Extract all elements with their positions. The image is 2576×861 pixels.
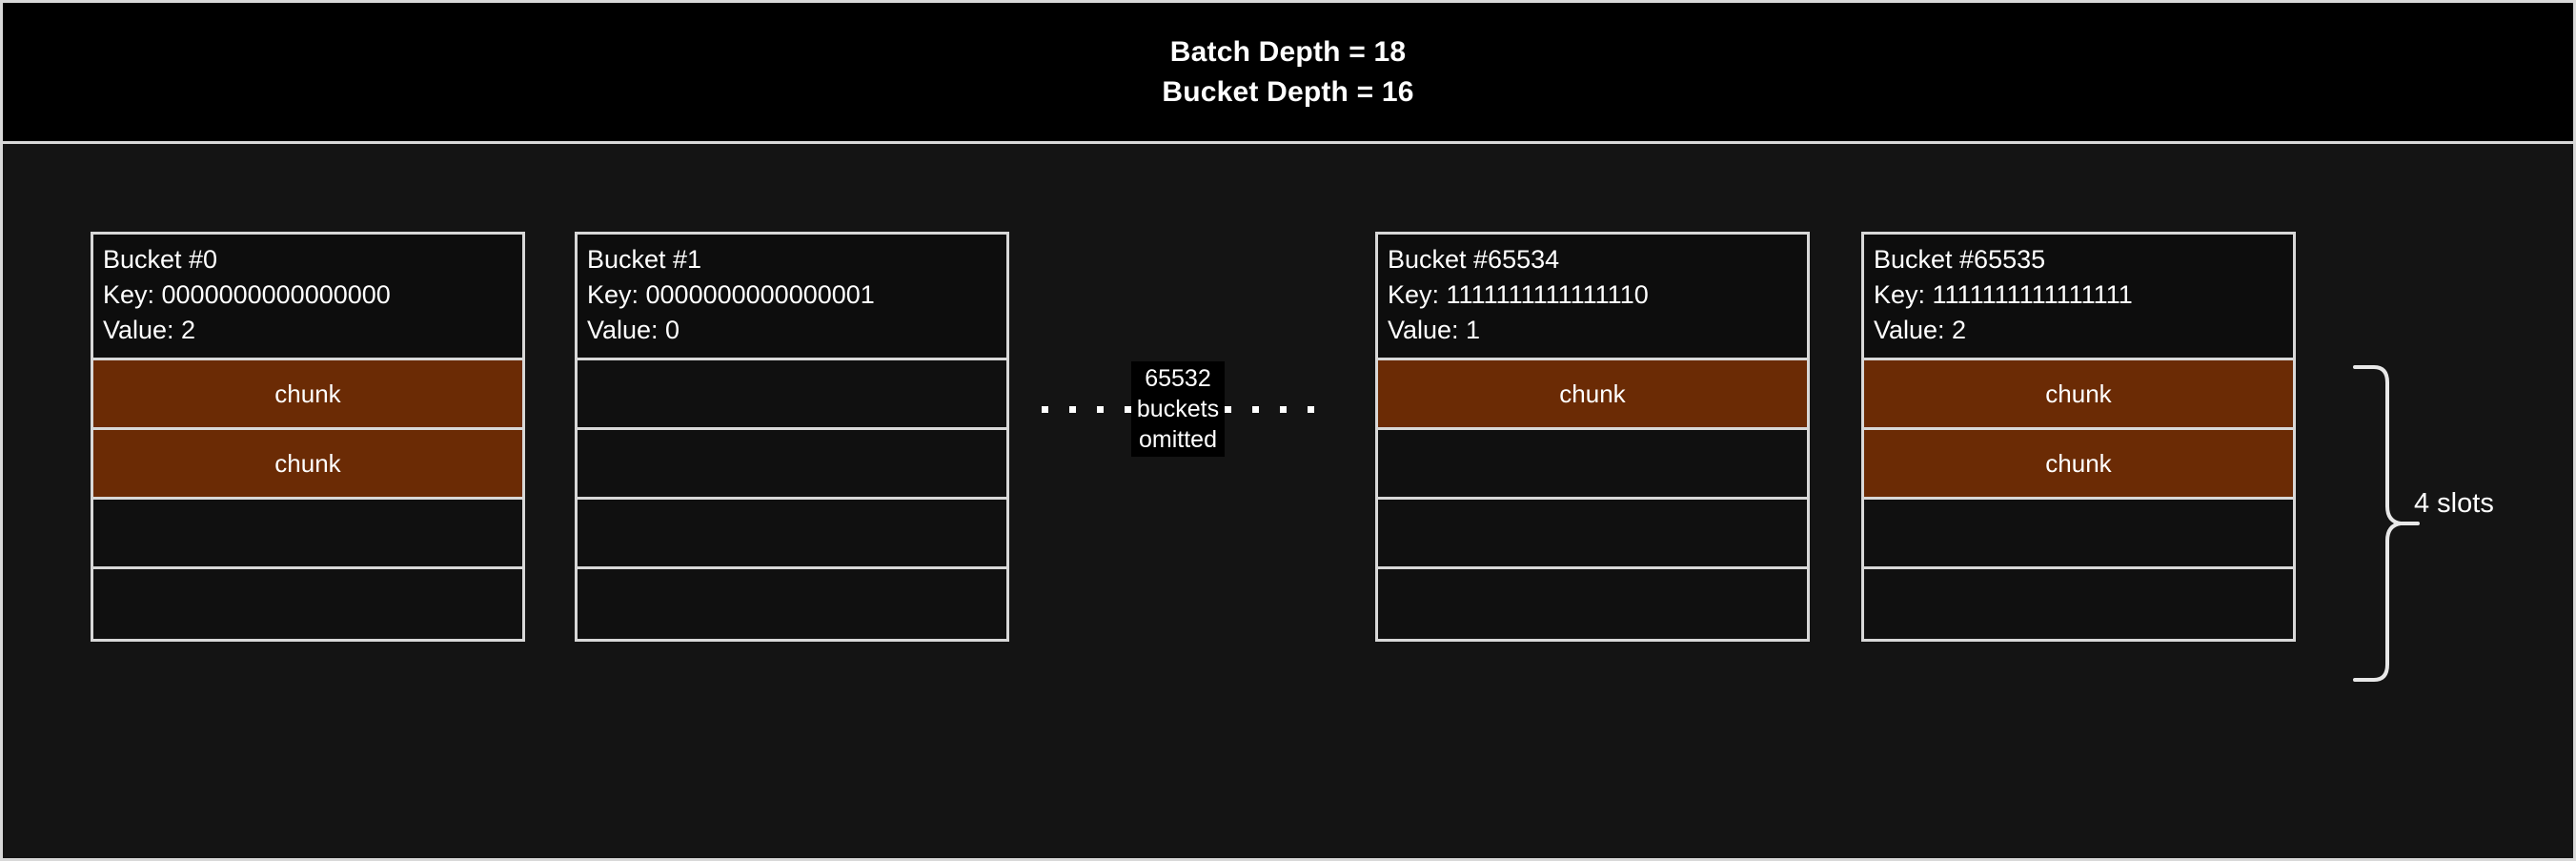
slot-empty[interactable] (1378, 569, 1807, 639)
slots-count-label: 4 slots (2414, 488, 2494, 519)
slot-empty[interactable] (93, 569, 522, 639)
slot-filled[interactable]: chunk (1378, 360, 1807, 430)
bucket-depth-text: Bucket Depth = 16 (1162, 75, 1414, 108)
slot-label: chunk (2045, 379, 2112, 408)
ellipsis-dots-right (1225, 405, 1315, 413)
bucket-title: Bucket #65535 (1874, 245, 2046, 274)
batch-depth-text: Batch Depth = 18 (1169, 35, 1407, 68)
header-banner: Batch Depth = 18 Bucket Depth = 16 (3, 3, 2573, 144)
slots-annotation: 4 slots (2349, 363, 2573, 684)
bucket-card-0[interactable]: Bucket #0 Key: 0000000000000000 Value: 2… (91, 232, 525, 642)
slot-filled[interactable]: chunk (93, 430, 522, 500)
omitted-noun: buckets (1136, 396, 1220, 422)
slot-label: chunk (1559, 379, 1626, 408)
slot-empty[interactable] (578, 430, 1006, 500)
bucket-header-65535: Bucket #65535 Key: 1111111111111111 Valu… (1864, 235, 2293, 360)
slot-label: chunk (274, 379, 341, 408)
slot-filled[interactable]: chunk (1864, 360, 2293, 430)
dot-icon (1308, 405, 1315, 413)
slot-label: chunk (274, 449, 341, 478)
bucket-card-65534[interactable]: Bucket #65534 Key: 1111111111111110 Valu… (1375, 232, 1810, 642)
bucket-title: Bucket #0 (103, 245, 218, 274)
dot-icon (1041, 405, 1048, 413)
slot-empty[interactable] (1864, 569, 2293, 639)
omitted-verb: omitted (1139, 426, 1217, 453)
dot-icon (1225, 405, 1232, 413)
bucket-value: Value: 2 (1874, 316, 1967, 344)
omitted-label: 65532 buckets omitted (1130, 361, 1226, 457)
bucket-title: Bucket #65534 (1388, 245, 1560, 274)
bucket-key: Key: 0000000000000000 (103, 280, 391, 309)
slot-empty[interactable] (578, 500, 1006, 569)
bucket-key: Key: 0000000000000001 (587, 280, 875, 309)
bucket-value: Value: 2 (103, 316, 196, 344)
slot-list (578, 360, 1006, 639)
slot-list: chunk (1378, 360, 1807, 639)
bucket-key: Key: 1111111111111111 (1874, 280, 2133, 309)
bucket-card-65535[interactable]: Bucket #65535 Key: 1111111111111111 Valu… (1861, 232, 2296, 642)
dot-icon (1124, 405, 1131, 413)
slot-empty[interactable] (1378, 430, 1807, 500)
bucket-header-0: Bucket #0 Key: 0000000000000000 Value: 2 (93, 235, 522, 360)
slot-list: chunk chunk (93, 360, 522, 639)
slot-filled[interactable]: chunk (93, 360, 522, 430)
bucket-key: Key: 1111111111111110 (1388, 280, 1649, 309)
bucket-header-1: Bucket #1 Key: 0000000000000001 Value: 0 (578, 235, 1006, 360)
dot-icon (1280, 405, 1288, 413)
slot-empty[interactable] (578, 360, 1006, 430)
dot-icon (1068, 405, 1076, 413)
slot-empty[interactable] (1864, 500, 2293, 569)
dot-icon (1252, 405, 1260, 413)
ellipsis-dots-left (1041, 405, 1131, 413)
slot-empty[interactable] (578, 569, 1006, 639)
slot-label: chunk (2045, 449, 2112, 478)
curly-brace-icon (2353, 365, 2420, 682)
slot-empty[interactable] (93, 500, 522, 569)
bucket-value: Value: 0 (587, 316, 680, 344)
dot-icon (1096, 405, 1104, 413)
bucket-header-65534: Bucket #65534 Key: 1111111111111110 Valu… (1378, 235, 1807, 360)
bucket-title: Bucket #1 (587, 245, 702, 274)
slot-list: chunk chunk (1864, 360, 2293, 639)
slot-empty[interactable] (1378, 500, 1807, 569)
bucket-value: Value: 1 (1388, 316, 1481, 344)
bucket-card-1[interactable]: Bucket #1 Key: 0000000000000001 Value: 0 (575, 232, 1009, 642)
omitted-buckets-marker: 65532 buckets omitted (1030, 354, 1326, 464)
omitted-count: 65532 (1145, 365, 1211, 392)
slot-filled[interactable]: chunk (1864, 430, 2293, 500)
